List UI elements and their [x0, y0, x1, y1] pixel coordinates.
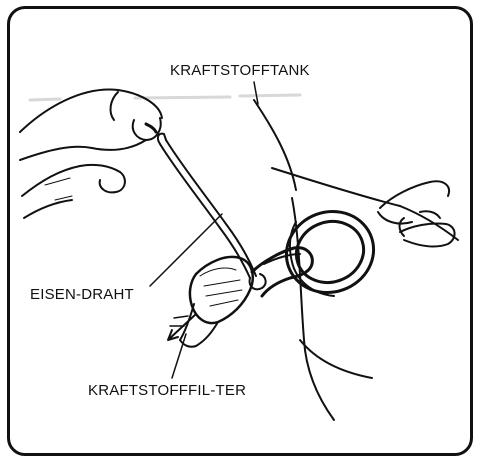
iron-wire-label: EISEN-DRAHT — [30, 286, 134, 304]
tank-opening — [275, 199, 385, 304]
wire-leader-line — [150, 214, 222, 286]
fuel-tank-label: KRAFTSTOFFTANK — [170, 62, 310, 80]
fuel-tank-outline — [254, 100, 458, 420]
fuel-filter — [170, 248, 312, 347]
filter-leader-line — [172, 334, 186, 378]
fuel-filter-label: KRAFTSTOFFFIL-TER — [88, 382, 246, 400]
left-hand — [20, 90, 162, 218]
